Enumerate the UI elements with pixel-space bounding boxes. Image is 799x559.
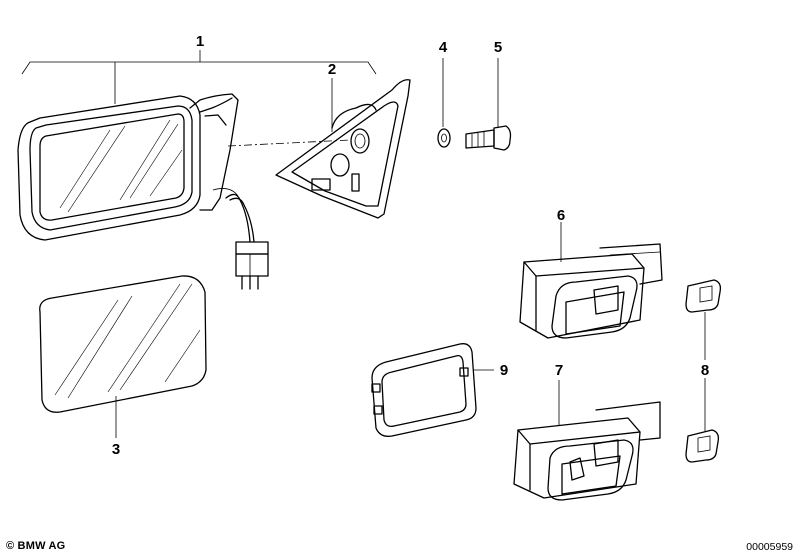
- switch-frame[interactable]: [371, 343, 494, 437]
- callout-3: 3: [112, 441, 120, 458]
- assembly-bracket: [21, 50, 377, 104]
- switch-cap-upper[interactable]: [685, 279, 722, 313]
- inner-trim-panel[interactable]: [275, 78, 411, 219]
- copyright-notice: © BMW AG: [6, 540, 66, 552]
- wiring-connector[interactable]: [225, 193, 269, 290]
- callout-6: 6: [557, 207, 565, 224]
- washer[interactable]: [437, 58, 451, 148]
- callout-8: 8: [701, 362, 709, 379]
- callout-5: 5: [494, 39, 502, 56]
- callout-2: 2: [328, 61, 336, 78]
- mirror-glass-reflection: [54, 283, 201, 399]
- callout-9: 9: [500, 362, 508, 379]
- mirror-glass-reflection: [59, 119, 183, 213]
- switch-cap-lower[interactable]: [685, 429, 720, 463]
- mirror-switch-lower[interactable]: [513, 380, 661, 501]
- mirror-assembly[interactable]: [17, 93, 351, 241]
- mirror-switch-upper[interactable]: [519, 222, 663, 339]
- callout-1: 1: [196, 33, 204, 50]
- diagram-number: 00005959: [746, 541, 793, 553]
- callout-7: 7: [555, 362, 563, 379]
- callout-4: 4: [439, 39, 448, 56]
- bolt[interactable]: [465, 58, 512, 151]
- mirror-glass[interactable]: [39, 275, 207, 438]
